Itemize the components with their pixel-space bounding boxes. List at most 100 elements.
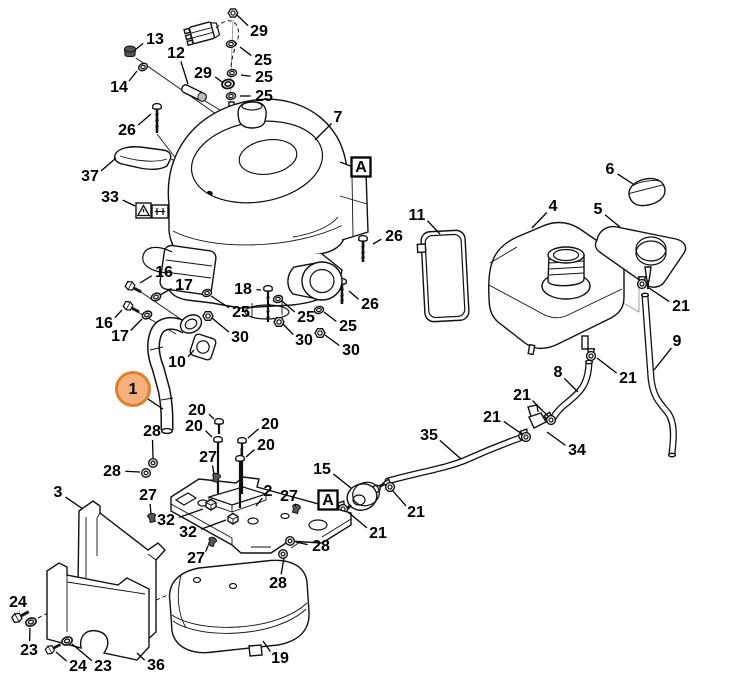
callout-8[interactable]: 8: [554, 364, 579, 393]
callout-12[interactable]: 12: [167, 45, 189, 85]
nut-28d-drawing: [278, 549, 288, 559]
callout-23[interactable]: 23: [20, 627, 38, 659]
svg-text:25: 25: [255, 88, 273, 105]
callout-25[interactable]: 25: [210, 295, 250, 321]
callout-26[interactable]: 26: [118, 113, 152, 139]
callout-36[interactable]: 36: [136, 652, 165, 674]
callout-1[interactable]: 1: [115, 371, 164, 410]
callout-23[interactable]: 23: [71, 643, 112, 675]
callout-10[interactable]: 10: [168, 349, 195, 371]
callout-27[interactable]: 27: [280, 488, 298, 507]
equalizing-tube-9-drawing: [640, 292, 677, 458]
nut-28c-drawing: [285, 536, 295, 546]
callout-32[interactable]: 32: [157, 508, 204, 529]
callout-29[interactable]: 29: [236, 14, 268, 40]
view-marker-A[interactable]: A: [350, 156, 372, 178]
callout-30[interactable]: 30: [324, 334, 360, 359]
svg-text:30: 30: [231, 329, 249, 346]
callout-26[interactable]: 26: [372, 228, 403, 245]
callout-32[interactable]: 32: [179, 519, 227, 541]
callout-21[interactable]: 21: [513, 387, 550, 418]
callout-24[interactable]: 24: [55, 651, 87, 675]
callout-26[interactable]: 26: [348, 290, 379, 313]
svg-text:11: 11: [409, 207, 426, 224]
callout-17[interactable]: 17: [159, 277, 193, 296]
buffer-32a-drawing: [205, 498, 217, 511]
callout-21[interactable]: 21: [483, 409, 523, 435]
warning-label-33-drawing: [135, 202, 169, 219]
svg-text:25: 25: [255, 69, 273, 86]
callout-20[interactable]: 20: [245, 437, 275, 458]
callout-17[interactable]: 17: [111, 318, 143, 345]
svg-text:34: 34: [568, 442, 586, 459]
view-marker-A[interactable]: A: [317, 489, 339, 511]
callout-27[interactable]: 27: [199, 449, 217, 475]
washer-25-top3-drawing: [225, 91, 237, 101]
callout-5[interactable]: 5: [594, 201, 621, 228]
callout-20[interactable]: 20: [188, 402, 215, 420]
callout-34[interactable]: 34: [546, 431, 586, 459]
svg-text:24: 24: [69, 658, 87, 675]
callout-29[interactable]: 29: [194, 65, 223, 83]
washer-14-drawing: [136, 61, 150, 73]
exhaust-gasket-10-drawing: [189, 333, 217, 361]
svg-text:21: 21: [369, 525, 387, 542]
callout-33[interactable]: 33: [101, 189, 136, 207]
callout-28[interactable]: 28: [269, 557, 287, 592]
svg-text:A: A: [322, 492, 334, 509]
svg-text:20: 20: [261, 416, 279, 433]
callout-6[interactable]: 6: [606, 161, 634, 185]
callout-20[interactable]: 20: [247, 416, 279, 439]
callout-21[interactable]: 21: [648, 287, 690, 315]
callout-13[interactable]: 13: [134, 31, 164, 51]
grommet-29-drawing: [220, 77, 236, 91]
nut-29-drawing: [227, 8, 239, 18]
callout-14[interactable]: 14: [110, 70, 138, 96]
svg-text:29: 29: [194, 65, 212, 82]
callout-24[interactable]: 24: [9, 594, 27, 612]
callout-28[interactable]: 28: [295, 538, 330, 555]
callout-25[interactable]: 25: [240, 69, 273, 86]
callout-2[interactable]: 2: [255, 483, 273, 507]
callout-25[interactable]: 25: [239, 46, 272, 69]
callout-7[interactable]: 7: [314, 109, 343, 141]
callout-3[interactable]: 3: [54, 484, 84, 510]
callout-28[interactable]: 28: [103, 463, 141, 480]
callout-35[interactable]: 35: [420, 427, 462, 460]
svg-text:10: 10: [168, 354, 186, 371]
callout-16[interactable]: 16: [95, 309, 123, 332]
callout-21[interactable]: 21: [391, 489, 425, 521]
svg-text:26: 26: [361, 296, 379, 313]
callout-11[interactable]: 11: [409, 207, 441, 235]
svg-text:35: 35: [420, 427, 438, 444]
callout-30[interactable]: 30: [211, 317, 249, 346]
callout-18[interactable]: 18: [234, 281, 262, 298]
callout-27[interactable]: 27: [139, 487, 157, 515]
callout-28[interactable]: 28: [143, 423, 161, 459]
callout-16[interactable]: 16: [139, 264, 173, 284]
plug-27b-drawing: [146, 512, 158, 524]
filler-tray-5-drawing: [594, 225, 687, 289]
clamp-21a-drawing: [636, 276, 648, 290]
screw-20b-drawing: [213, 435, 223, 494]
callout-9[interactable]: 9: [653, 333, 682, 371]
callout-21[interactable]: 21: [596, 357, 637, 387]
buffer-32b-drawing: [227, 512, 239, 525]
callout-20[interactable]: 20: [185, 418, 213, 438]
svg-text:12: 12: [167, 45, 185, 62]
callout-19[interactable]: 19: [262, 640, 289, 667]
callout-27[interactable]: 27: [187, 545, 209, 567]
callout-25[interactable]: 25: [281, 300, 315, 326]
svg-text:27: 27: [187, 550, 205, 567]
callout-4[interactable]: 4: [531, 198, 558, 229]
fuel-tank-drawing: [488, 221, 640, 356]
svg-text:21: 21: [407, 504, 425, 521]
callout-21[interactable]: 21: [347, 511, 387, 542]
callout-25[interactable]: 25: [323, 311, 357, 335]
callout-25[interactable]: 25: [240, 88, 273, 105]
svg-text:6: 6: [606, 161, 615, 178]
callout-15[interactable]: 15: [313, 461, 352, 489]
callout-30[interactable]: 30: [282, 323, 313, 349]
callout-37[interactable]: 37: [81, 157, 117, 185]
